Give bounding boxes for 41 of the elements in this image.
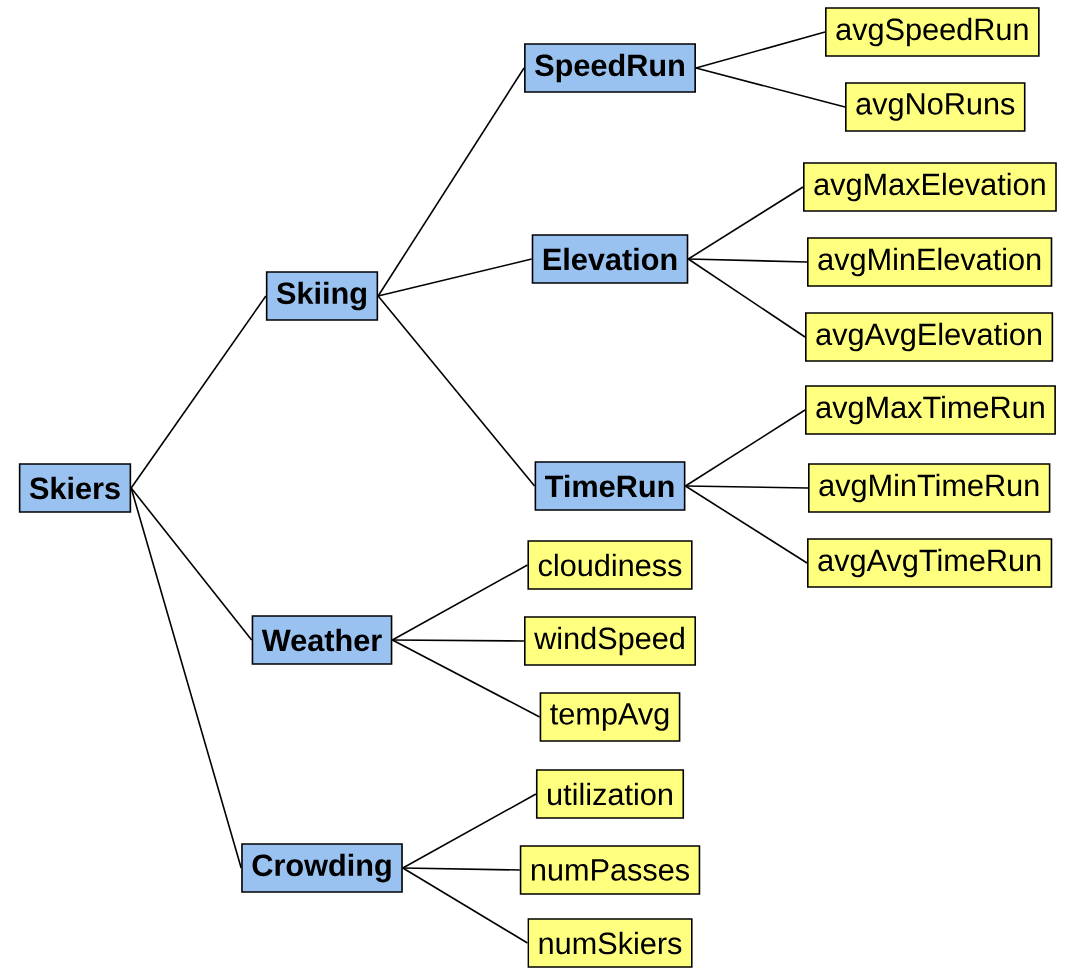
connector-line (402, 793, 537, 869)
category-box: Crowding (241, 843, 403, 893)
attribute-box: cloudiness (527, 540, 693, 590)
attribute-box: numSkiers (527, 918, 693, 968)
connector-line (687, 258, 808, 263)
connector-line (377, 295, 536, 487)
attribute-box: avgAvgTimeRun (807, 538, 1053, 588)
connector-line (402, 867, 521, 871)
connector-line (684, 409, 806, 487)
attribute-box: avgNoRuns (845, 82, 1026, 132)
attribute-box: avgMaxElevation (803, 162, 1057, 212)
connector-line (687, 186, 804, 260)
connector-line (130, 487, 242, 869)
connector-line (391, 564, 529, 641)
connector-line (695, 67, 846, 108)
connector-line (687, 258, 806, 338)
attribute-box: tempAvg (539, 692, 681, 742)
category-box: TimeRun (534, 461, 686, 511)
connector-line (130, 487, 253, 641)
attribute-box: avgMinTimeRun (808, 463, 1051, 513)
attribute-box: avgAvgElevation (805, 312, 1054, 362)
connector-line (402, 867, 529, 944)
connector-line (377, 258, 533, 297)
attribute-box: avgMinElevation (807, 237, 1053, 287)
connector-line (391, 639, 541, 718)
connector-line (695, 31, 826, 69)
category-box: Skiing (265, 271, 379, 321)
attribute-box: numPasses (519, 845, 701, 895)
connector-line (684, 485, 809, 489)
attribute-box: windSpeed (524, 616, 696, 666)
category-box: Weather (251, 615, 393, 665)
category-box: Elevation (531, 234, 689, 284)
attribute-box: avgMaxTimeRun (805, 385, 1056, 435)
category-box: SpeedRun (524, 43, 696, 93)
connector-line (377, 67, 525, 297)
connector-line (684, 485, 808, 564)
category-box: Skiers (18, 463, 132, 513)
connector-line (391, 639, 525, 642)
attribute-box: avgSpeedRun (825, 7, 1040, 57)
attribute-box: utilization (535, 769, 685, 819)
connector-line (130, 295, 267, 489)
